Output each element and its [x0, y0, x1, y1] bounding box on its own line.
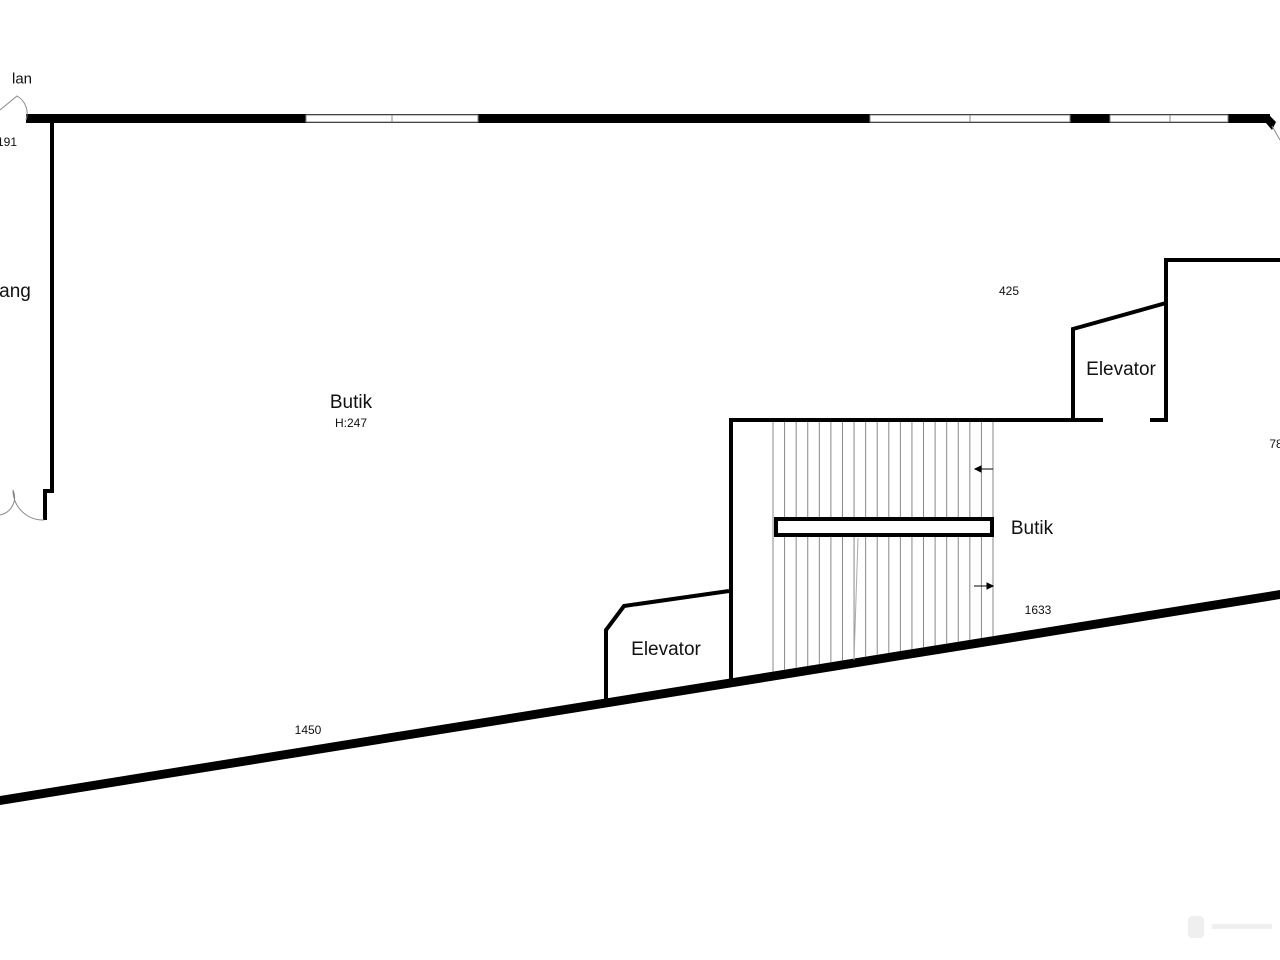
room-label-butik-right: Butik	[1010, 518, 1054, 539]
dimension-78: 78	[1269, 437, 1280, 451]
dimension-1450: 1450	[294, 723, 322, 737]
dimension-425: 425	[998, 284, 1020, 298]
stair-treads	[772, 422, 994, 672]
left-wall	[43, 118, 54, 520]
room-label-elevator-upper: Elevator	[1086, 359, 1156, 380]
room-label-lan: lan	[11, 70, 33, 88]
room-label-butik-main: Butik	[329, 392, 373, 413]
door-swing-top	[0, 95, 28, 121]
room-label-elevator-lower: Elevator	[631, 639, 701, 660]
stair-enclosure-wall	[729, 418, 1103, 682]
elevator-upper-wall	[1071, 301, 1167, 420]
room-label-ang: ang	[0, 281, 31, 302]
top-wall	[26, 114, 1270, 123]
room-height-label: H:247	[334, 416, 368, 430]
stair-handrail	[774, 517, 994, 537]
elevator-lower-wall	[604, 589, 730, 700]
right-room-wall	[1164, 258, 1280, 420]
dimension-191: 191	[0, 135, 18, 149]
watermark-logo	[1188, 916, 1272, 938]
corner-wall	[1266, 114, 1276, 130]
windows	[305, 114, 1229, 123]
bottom-wall	[0, 590, 1280, 805]
dimension-1633: 1633	[1024, 603, 1052, 617]
stair-arrows	[973, 465, 995, 590]
door-swing-left	[0, 489, 45, 521]
